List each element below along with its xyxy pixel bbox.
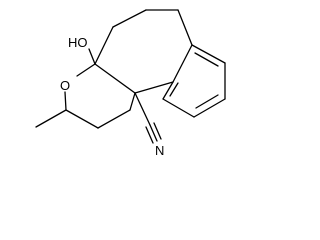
bond-ar-5 — [162, 81, 174, 100]
bond-c5-c6 — [112, 9, 147, 28]
bond-c11b-cn — [134, 92, 151, 126]
bond-c3-c2 — [65, 109, 99, 129]
bond-c4a-c5 — [94, 26, 114, 65]
bond-c11a-c11b — [134, 81, 174, 94]
bond-ar-double-3 — [169, 82, 179, 97]
benzene-ring — [162, 44, 226, 118]
nitrile-triple-bond-1 — [149, 124, 158, 142]
bond-ar-3 — [193, 98, 226, 118]
bond-c4a-o — [76, 63, 96, 77]
bond-ar-1 — [191, 44, 226, 64]
molecule-structure: HO O N — [35, 9, 226, 158]
nitrile-triple-bond-3 — [153, 122, 162, 140]
bond-c2-c1 — [97, 109, 131, 129]
bond-ar-double-1 — [194, 52, 219, 67]
ring-oxygen-label: O — [60, 78, 70, 93]
substituents — [35, 48, 162, 144]
cycloheptane-ring — [94, 9, 193, 94]
bond-methyl — [35, 109, 67, 128]
bond-ar-6 — [172, 44, 193, 83]
nitrile-nitrogen-label: N — [155, 143, 164, 158]
bond-hydroxyl — [88, 48, 96, 65]
hydroxyl-label: HO — [68, 35, 88, 50]
pyran-ring — [64, 63, 136, 129]
bond-ar-4 — [162, 98, 195, 118]
bond-o-c3 — [64, 91, 67, 111]
nitrile-triple-bond-2 — [145, 126, 154, 144]
bond-c7-c7a — [177, 9, 193, 46]
bond-c11b-c4a — [94, 63, 136, 94]
bond-ar-double-2 — [195, 94, 219, 109]
bond-c1-c11b — [129, 92, 136, 111]
